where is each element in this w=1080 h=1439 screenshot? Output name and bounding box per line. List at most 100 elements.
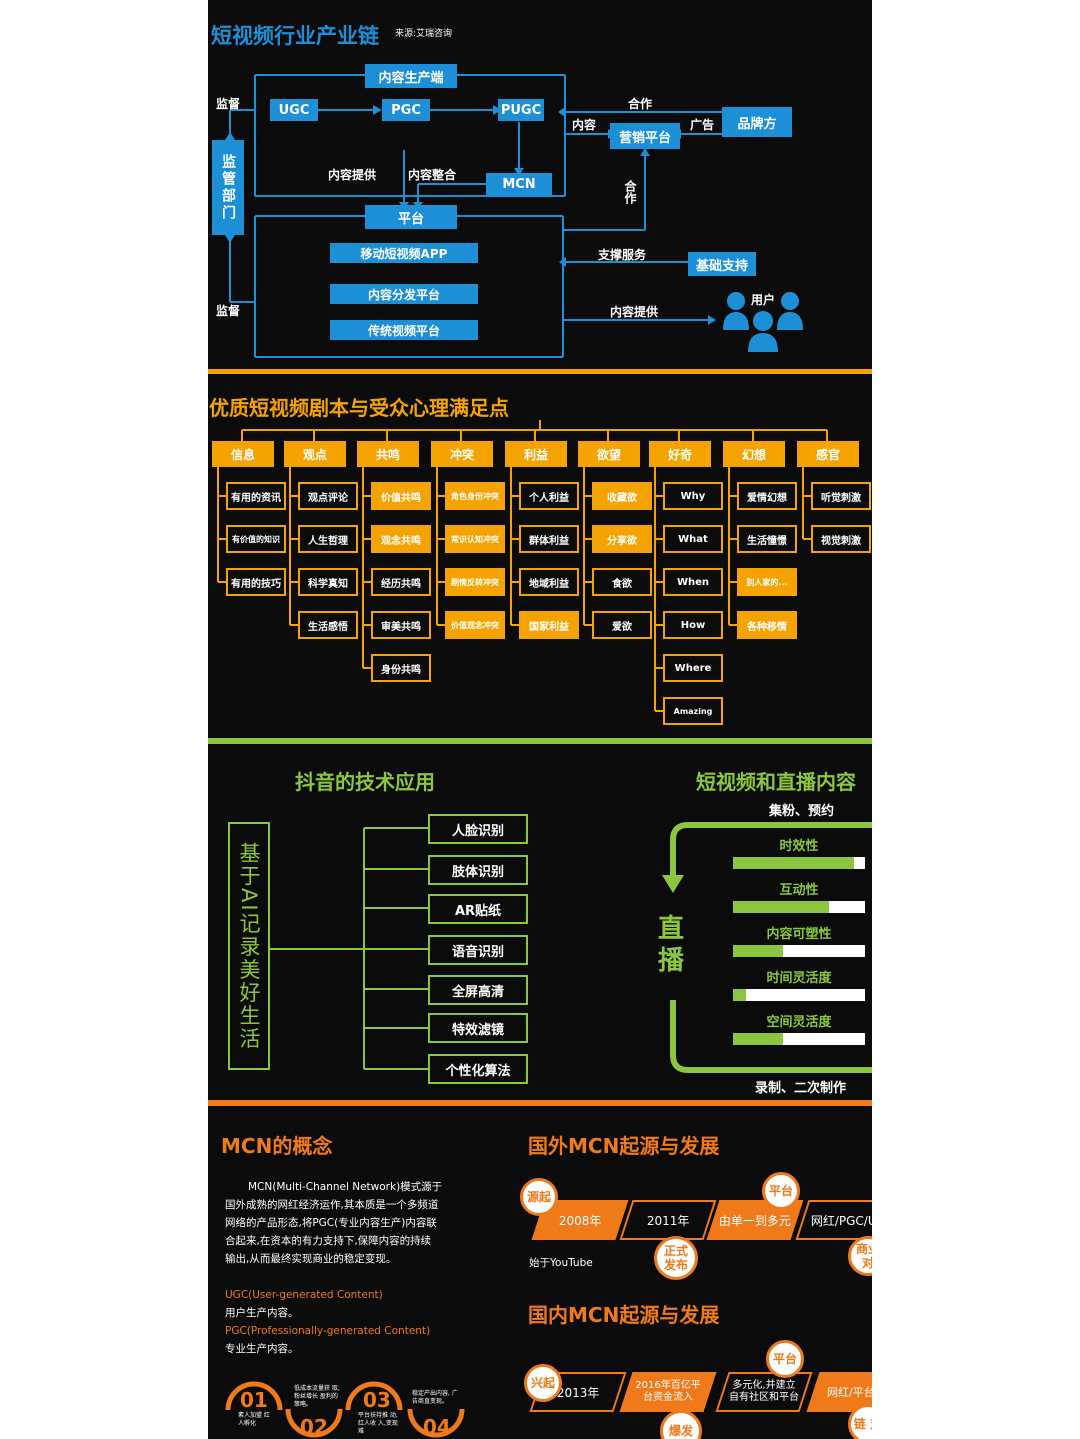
tech-title: 抖音的技术应用 <box>295 770 435 794</box>
script-cell: 国家利益 <box>519 611 579 639</box>
script-cell: What <box>663 525 723 553</box>
bar-fill <box>733 945 783 957</box>
domestic-tag-chain: 链 对 <box>848 1404 872 1439</box>
script-cell: 有用的资讯 <box>226 482 286 510</box>
domestic-tag-platform: 平台 <box>766 1340 804 1378</box>
domestic-pill-2016: 2016年百亿平 台资金流入 <box>619 1372 717 1412</box>
script-cell: Why <box>663 482 723 510</box>
script-cell: Where <box>663 654 723 682</box>
script-cell: 爱情幻想 <box>737 482 797 510</box>
step-01-number: 01 <box>240 1388 268 1412</box>
script-cell: 分享欲 <box>592 525 652 553</box>
script-cell: 个人利益 <box>519 482 579 510</box>
script-cell: 听觉刺激 <box>811 482 871 510</box>
top-note: 集粉、预约 <box>769 804 835 819</box>
platform-item-distribution: 内容分发平台 <box>330 284 478 304</box>
ugc-definition: UGC(User-generated Content) <box>225 1289 383 1301</box>
script-head-7: 幻想 <box>723 441 785 467</box>
mcn-desc-line-5: 输出,从而最终实现商业的稳定变现。 <box>225 1253 397 1265</box>
bar-label: 时效性 <box>779 839 819 854</box>
script-cell: 有价值的知识 <box>226 525 286 553</box>
script-cell: 价值观念冲突 <box>445 611 505 639</box>
foreign-tag-platform: 平台 <box>762 1172 800 1210</box>
supervise-label-bottom: 监督 <box>216 304 241 318</box>
ad-label: 广告 <box>690 118 715 132</box>
mcn-desc-line-2: 国外成熟的网红经济运作,其本质是一个多频道 <box>225 1199 439 1211</box>
script-cell: 观点评论 <box>298 482 358 510</box>
pgc-definition: PGC(Professionally-generated Content) <box>225 1325 431 1337</box>
domestic-tag-rise: 兴起 <box>524 1364 562 1402</box>
bar-track <box>733 901 865 913</box>
green-divider <box>208 738 872 744</box>
tech-item-algorithm: 个性化算法 <box>428 1054 528 1084</box>
pgc-box: PGC <box>382 99 430 121</box>
platform-item-traditional: 传统视频平台 <box>330 320 478 340</box>
infographic-canvas: 短视频行业产业链 来源:艾瑞咨询 内容生产端 UGC PGC PUGC MCN … <box>208 0 872 1439</box>
foreign-tag-business: 商业 对 <box>848 1236 872 1276</box>
bar-track <box>733 1033 865 1045</box>
domestic-pill-diverse: 多元化,并建立 自有社区和平台 <box>715 1372 813 1412</box>
live-section-title: 短视频和直播内容 <box>696 770 856 794</box>
marketing-platform-box: 营销平台 <box>610 123 680 149</box>
script-head-0: 信息 <box>212 441 274 467</box>
foreign-note: 始于YouTube <box>529 1257 593 1269</box>
script-cell: 审美共鸣 <box>371 611 431 639</box>
domestic-tag-explode: 爆发 <box>660 1410 702 1439</box>
script-cell: 经历共鸣 <box>371 568 431 596</box>
script-cell: 别人家的... <box>737 568 797 596</box>
content-provide-label: 内容提供 <box>328 168 377 182</box>
script-cell: 价值共鸣 <box>371 482 431 510</box>
content-integrate-label: 内容整合 <box>408 168 457 182</box>
tech-item-face: 人脸识别 <box>428 814 528 844</box>
users-icon <box>723 292 803 352</box>
script-cell: 群体利益 <box>519 525 579 553</box>
platform-item-app: 移动短视频APP <box>330 243 478 263</box>
step-02-number: 02 <box>300 1415 328 1439</box>
tech-item-filter: 特效滤镜 <box>428 1013 528 1043</box>
pgc-cn: 专业生产内容。 <box>225 1343 299 1355</box>
bar-label: 空间灵活度 <box>766 1015 832 1030</box>
script-cell: 视觉刺激 <box>811 525 871 553</box>
script-cell: 各种移情 <box>737 611 797 639</box>
script-cell: 收藏欲 <box>592 482 652 510</box>
bar-fill <box>733 989 746 1001</box>
script-head-4: 利益 <box>505 441 567 467</box>
step-04-text: 稳定产出内容, 广告商直变现。 <box>412 1390 458 1405</box>
step-04-number: 04 <box>423 1415 451 1439</box>
source-note: 来源:艾瑞咨询 <box>395 29 453 39</box>
platform-box: 平台 <box>365 205 457 229</box>
cooperate-label-vertical: 合作 <box>623 180 637 204</box>
script-head-8: 感官 <box>797 441 859 467</box>
ugc-cn: 用户生产内容。 <box>225 1307 299 1319</box>
script-cell: 地域利益 <box>519 568 579 596</box>
script-head-5: 欲望 <box>578 441 640 467</box>
live-label: 直播 <box>658 914 685 976</box>
script-cell: 爱欲 <box>592 611 652 639</box>
bar-fill <box>733 857 854 869</box>
step-01-text: 素人加盟 红人孵化 <box>238 1412 270 1427</box>
foreign-tag-origin: 源起 <box>520 1178 558 1216</box>
foreign-mcn-title: 国外MCN起源与发展 <box>528 1134 720 1158</box>
bar-fill <box>733 901 829 913</box>
brand-box: 品牌方 <box>722 107 792 137</box>
ugc-box: UGC <box>270 99 318 121</box>
steps-arcs <box>225 1381 465 1438</box>
tech-tree-lines <box>270 827 428 1070</box>
mcn-desc-line-3: 网络的产品形态,将PGC(专业内容生产)内容联 <box>225 1217 437 1229</box>
script-head-1: 观点 <box>284 441 346 467</box>
script-cell: 科学真知 <box>298 568 358 596</box>
domestic-mcn-title: 国内MCN起源与发展 <box>528 1303 720 1327</box>
bar-track <box>733 857 865 869</box>
tech-item-voice: 语音识别 <box>428 935 528 965</box>
tech-item-body: 肢体识别 <box>428 855 528 885</box>
content-provide-user-label: 内容提供 <box>610 305 659 319</box>
script-head-6: 好奇 <box>649 441 711 467</box>
mcn-box: MCN <box>486 173 552 195</box>
bar-label: 互动性 <box>779 883 819 898</box>
supervision-dept-box: 监管部门 <box>212 140 244 235</box>
script-cell: 人生哲理 <box>298 525 358 553</box>
script-cell: When <box>663 568 723 596</box>
mcn-concept-title: MCN的概念 <box>221 1134 333 1158</box>
live-bracket <box>662 822 872 1073</box>
script-cell: Amazing <box>663 697 723 725</box>
